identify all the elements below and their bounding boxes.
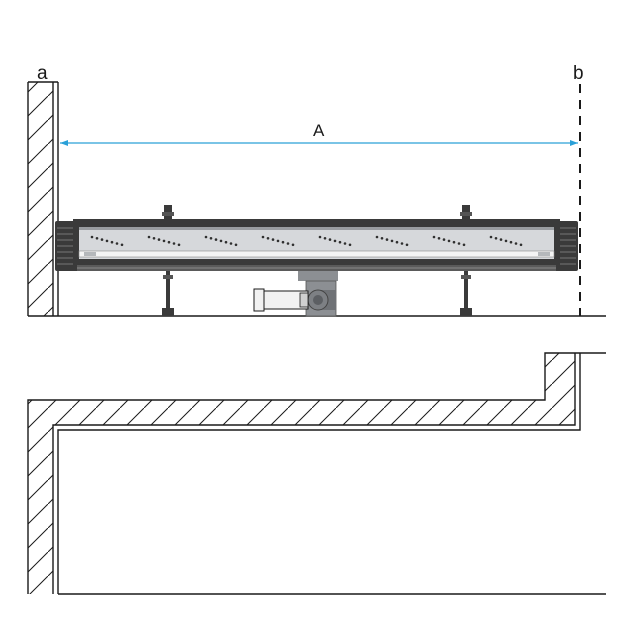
- slot-dot: [442, 238, 446, 241]
- slot-dot: [152, 237, 156, 240]
- slot-dot: [348, 243, 352, 247]
- slot-dot: [338, 240, 342, 244]
- floor-profile-outer: [27, 352, 606, 594]
- slot-dot: [234, 243, 238, 247]
- slot-dot: [519, 243, 523, 247]
- slot-dot: [229, 242, 233, 245]
- slot-dot: [90, 235, 94, 239]
- slot-dot: [172, 242, 176, 245]
- left-wall: [27, 81, 59, 316]
- slot-dot: [380, 237, 384, 240]
- slot-dot: [323, 237, 327, 240]
- floor-profile-inner: [52, 353, 576, 594]
- dimension-a: A: [60, 121, 578, 146]
- slot-dot: [167, 240, 171, 244]
- slot-dot: [204, 235, 208, 239]
- slot-dot: [432, 235, 436, 239]
- slot-dot: [147, 235, 151, 239]
- slot-dot: [499, 238, 503, 241]
- slot-dot: [504, 239, 508, 243]
- slot-dot: [318, 235, 322, 239]
- slot-dot: [509, 240, 513, 244]
- dimension-label: A: [313, 121, 325, 140]
- slot-dot: [400, 242, 404, 245]
- slot-dot: [447, 239, 451, 243]
- slot-dot: [291, 243, 295, 247]
- slot-dot: [219, 239, 223, 243]
- drain-outlet: [298, 271, 338, 317]
- slot-dot: [405, 243, 409, 247]
- slot-dot: [333, 239, 337, 243]
- slot-dot: [209, 237, 213, 240]
- slot-dot: [390, 239, 394, 243]
- slot-dot: [375, 235, 379, 239]
- slot-dot: [395, 240, 399, 244]
- slot-dot: [162, 239, 166, 243]
- shower-channel: [55, 219, 578, 271]
- slot-dot: [115, 242, 119, 245]
- slot-dot: [437, 237, 441, 240]
- foot-left: [162, 205, 174, 316]
- slot-dot: [266, 237, 270, 240]
- slot-dot: [157, 238, 161, 241]
- slot-dot: [177, 243, 181, 247]
- slot-dot: [276, 239, 280, 243]
- slot-dot: [385, 238, 389, 241]
- slot-dot: [261, 235, 265, 239]
- label-b: b: [573, 63, 584, 84]
- slot-dot: [489, 235, 493, 239]
- slot-dot: [120, 243, 124, 247]
- slot-dot: [452, 240, 456, 244]
- slot-dot: [281, 240, 285, 244]
- slot-dot: [343, 242, 347, 245]
- slot-dot: [95, 237, 99, 240]
- floor-finish-line: [57, 353, 581, 594]
- slot-dots: [90, 235, 523, 247]
- slot-dot: [457, 242, 461, 245]
- slot-dot: [110, 240, 114, 244]
- slot-dot: [224, 240, 228, 244]
- slot-dot: [514, 242, 518, 245]
- slot-dot: [105, 239, 109, 243]
- slot-dot: [328, 238, 332, 241]
- label-a: a: [37, 63, 48, 84]
- slot-dot: [271, 238, 275, 241]
- upper-section: a b A: [27, 63, 606, 317]
- slot-dot: [100, 238, 104, 241]
- slot-dot: [462, 243, 466, 247]
- lower-section: [27, 352, 606, 595]
- slot-dot: [286, 242, 290, 245]
- slot-dot: [214, 238, 218, 241]
- drain-pipe: [253, 288, 309, 312]
- slot-dot: [494, 237, 498, 240]
- foot-right: [460, 205, 472, 316]
